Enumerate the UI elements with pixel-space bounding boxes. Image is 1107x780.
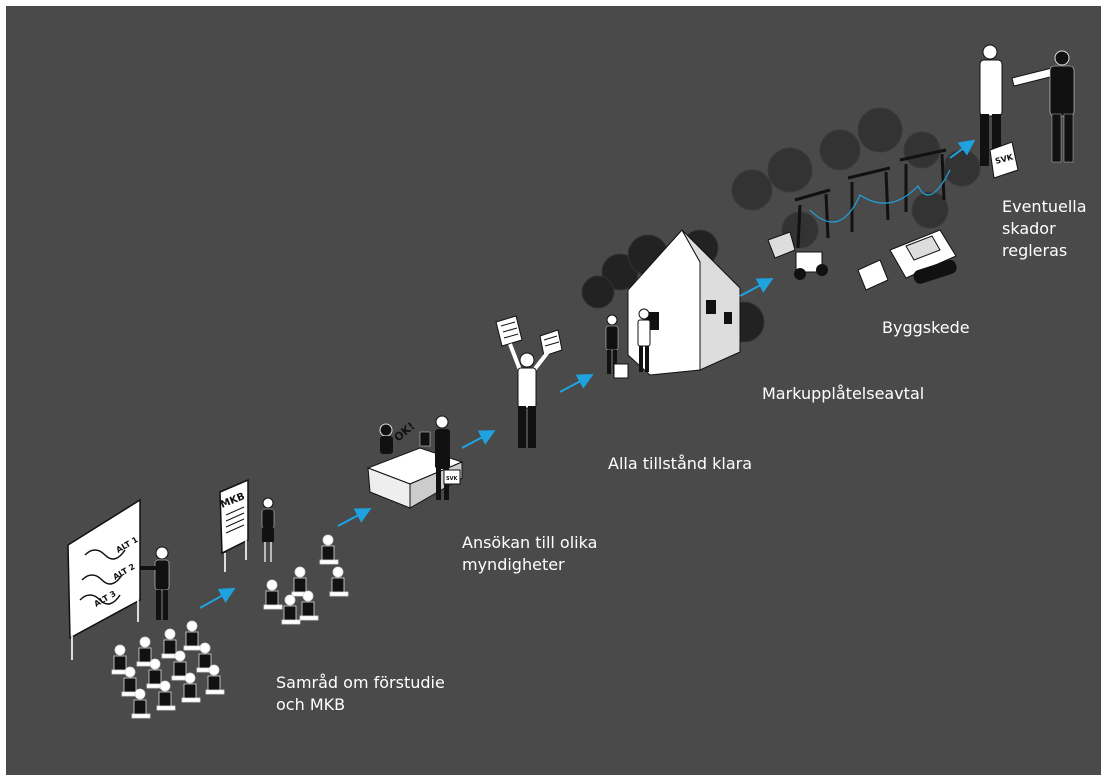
application-desk-scene: OK! SVK xyxy=(366,415,464,509)
audience-group-1 xyxy=(111,620,225,719)
excavator-icon xyxy=(857,229,957,291)
consultation-scene: ALT 1 ALT 2 ALT 3 xyxy=(67,498,225,719)
mkb-scene: MKB xyxy=(219,478,349,625)
arrow-2 xyxy=(337,508,372,527)
stage-label-ansokan: Ansökan till olika myndigheter xyxy=(462,533,598,574)
arrow-1 xyxy=(199,588,236,609)
stage-label-skador: Eventuella skador regleras xyxy=(1002,197,1087,260)
audience-group-2 xyxy=(263,534,349,625)
stage-label-samrad: Samråd om förstudie och MKB xyxy=(276,673,445,714)
arrow-5 xyxy=(739,278,774,297)
briefcase-icon: SVK xyxy=(443,469,461,485)
land-agreement-scene xyxy=(581,229,765,379)
presenter-figure xyxy=(140,546,170,620)
construction-scene xyxy=(731,107,981,291)
arrow-4 xyxy=(559,374,594,393)
ok-stamp-text: OK! xyxy=(392,420,418,445)
process-arrows xyxy=(199,139,976,609)
briefcase-icon-svk: SVK xyxy=(989,141,1019,179)
arrow-3 xyxy=(461,430,496,449)
loader-icon xyxy=(767,231,828,280)
stage-label-markupplatelse: Markupplåtelseavtal xyxy=(762,384,925,403)
briefcase-label-1: SVK xyxy=(446,476,458,482)
stage-label-tillstand: Alla tillstånd klara xyxy=(608,454,753,473)
stage-label-byggskede: Byggskede xyxy=(882,318,970,337)
arrow-6 xyxy=(949,139,976,159)
speaker-figure xyxy=(261,497,275,562)
mkb-sign: MKB xyxy=(219,478,249,572)
presentation-board: ALT 1 ALT 2 ALT 3 xyxy=(67,498,141,660)
permits-granted-scene xyxy=(495,315,563,448)
damages-scene: SVK xyxy=(979,44,1075,179)
